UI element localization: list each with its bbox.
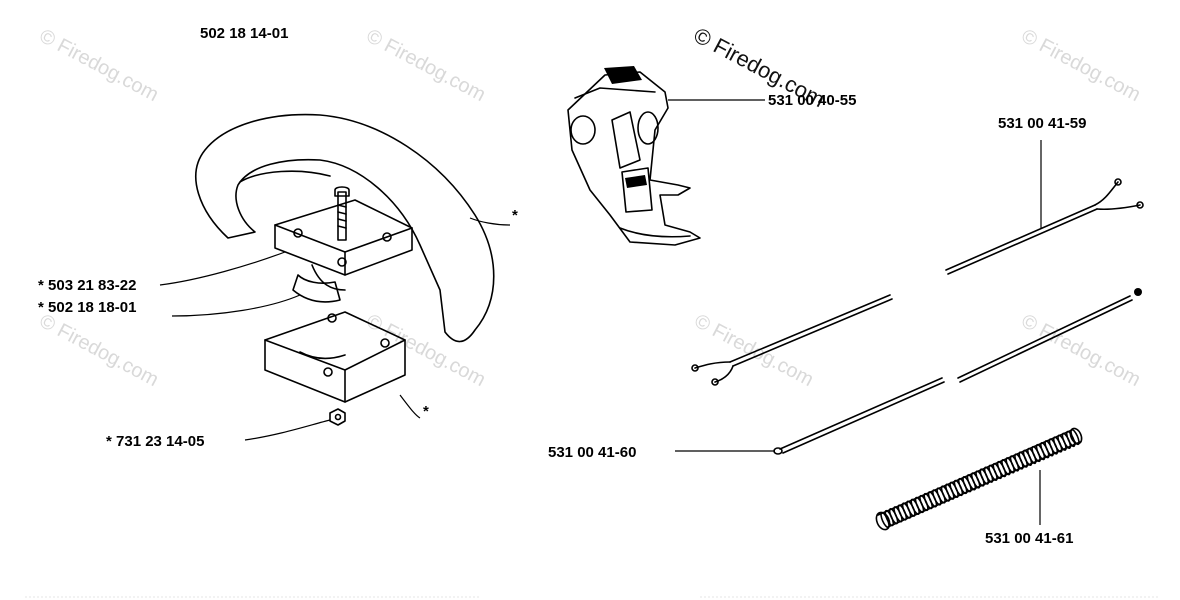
throttle-housing: [567, 66, 701, 246]
throttle-wire-lower: [773, 288, 1142, 455]
part-labels: 502 18 14-01 * 503 21 83-22 * 502 18 18-…: [38, 25, 1086, 547]
watermark: © Firedog.com: [36, 310, 162, 391]
watermark: © Firedog.com: [363, 310, 489, 391]
lower-clamp: [264, 311, 406, 403]
throttle-wire-upper: [945, 178, 1144, 275]
label-clamp-star: *: [423, 403, 429, 420]
leader-lines: [159, 99, 1042, 525]
watermark: © Firedog.com: [1018, 25, 1144, 106]
label-throttle-wire-upper: 531 00 41-59: [998, 115, 1086, 132]
watermark: © Firedog.com: [691, 310, 817, 391]
protective-hose: [875, 427, 1083, 531]
label-nut: * 731 23 14-05: [106, 433, 204, 450]
watermark: © Firedog.com: [363, 25, 489, 106]
nut: [329, 408, 346, 426]
watermark: © Firedog.com: [36, 25, 162, 106]
wire-segment-left: [691, 294, 893, 386]
upper-clamp: [274, 199, 413, 303]
label-handle-assembly: 502 18 14-01: [200, 25, 288, 42]
label-protective-hose: 531 00 41-61: [985, 530, 1073, 547]
screw: [334, 186, 350, 241]
label-throttle-housing: 531 00 40-55: [768, 92, 856, 109]
label-rubber-bushing: * 502 18 18-01: [38, 299, 136, 316]
label-throttle-wire-lower: 531 00 41-60: [548, 444, 636, 461]
label-screw: * 503 21 83-22: [38, 277, 136, 294]
watermarks: © Firedog.com © Firedog.com © Firedog.co…: [36, 22, 1144, 391]
loop-handle: [195, 113, 495, 343]
label-handle-star: *: [512, 207, 518, 224]
watermark: © Firedog.com: [1018, 310, 1144, 391]
